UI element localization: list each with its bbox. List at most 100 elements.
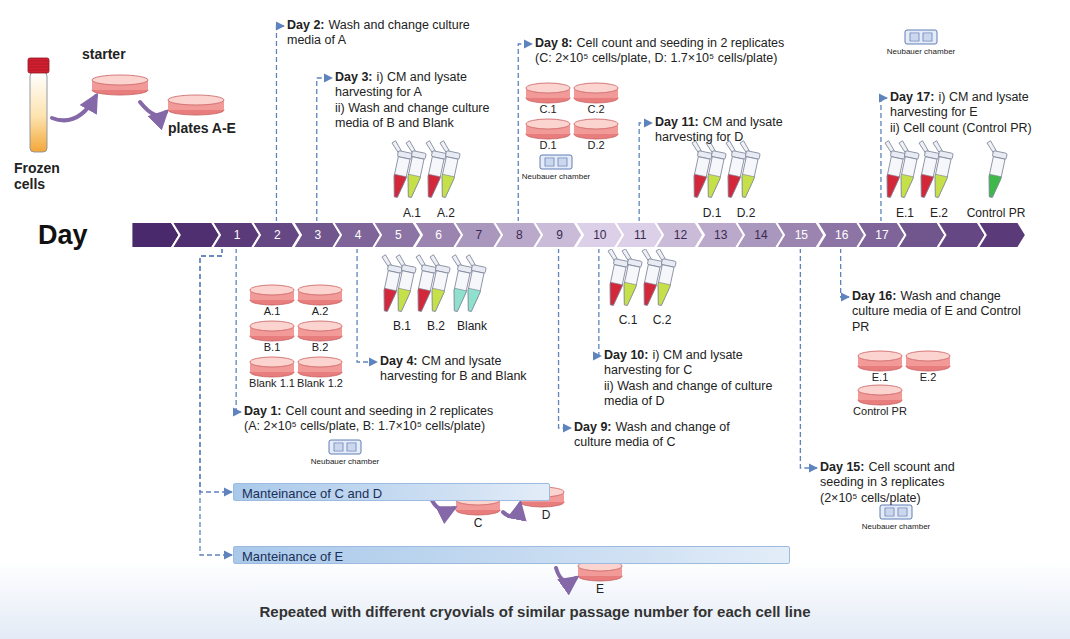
chevron-fill: [615, 222, 663, 248]
day-number: 12: [660, 222, 700, 248]
day-annotation: Day 3:i) CM and lysate harvesting for Ai…: [335, 70, 510, 131]
chevron-fill: [414, 222, 462, 248]
tube-liquid: [931, 174, 947, 198]
timeline-chevron: [131, 222, 179, 248]
plate-lid: [526, 83, 570, 93]
step-label: plates A-E: [168, 120, 236, 136]
annotation-text: (A: 2×10⁵ cells/plate, B: 1.7×10⁵ cells/…: [244, 419, 564, 434]
chevron-fill: [857, 222, 905, 248]
dashed-connector: [200, 248, 232, 555]
day-tag: Day 8:: [535, 36, 573, 50]
eppendorf-tube: [645, 248, 678, 306]
chevron-fill: [534, 222, 582, 248]
tube-body: [724, 157, 744, 199]
tube-liquid: [464, 288, 480, 312]
annotation-text: Cell count and seeding in 2 replicates: [577, 36, 785, 50]
tube-body: [917, 157, 937, 199]
annotation-text: ii) Wash and change of culture media of …: [604, 379, 779, 410]
chevron-fill: [454, 222, 502, 248]
chevron-shape: [454, 222, 494, 248]
transfer-arrow: [556, 568, 576, 581]
day-tag: Day 9:: [574, 420, 612, 434]
day-annotation: Day 1:Cell count and seeding in 2 replic…: [244, 404, 564, 435]
tube-liquid: [640, 282, 656, 306]
leader-arrow: [518, 44, 532, 222]
tube-body: [640, 265, 660, 307]
tube-label: C.2: [653, 314, 672, 328]
day-chevron: 13: [696, 222, 736, 248]
tube-label: A.2: [437, 206, 455, 220]
plate-lid: [298, 285, 342, 295]
leader-arrow: [276, 26, 284, 222]
chevron-shape: [414, 222, 454, 248]
eppendorf-tube: [695, 140, 728, 198]
day-chevron: 2: [252, 222, 292, 248]
chevron-fill: [817, 222, 865, 248]
culture-plate: [574, 119, 618, 139]
maintenance-band: Manteinance of E: [233, 546, 790, 564]
tube-liquid: [606, 282, 622, 306]
day-number: 15: [781, 222, 821, 248]
chevron-fill: [293, 222, 341, 248]
step-label: starter: [82, 46, 126, 62]
plate-label: D: [542, 508, 551, 522]
tube-label: Control PR: [967, 207, 1026, 221]
day-annotation: Day 9:Wash and change of culture media o…: [574, 420, 754, 451]
leader-arrow: [236, 248, 241, 412]
day-chevron: 11: [615, 222, 655, 248]
tube-label: D.2: [737, 206, 756, 220]
plate-label: A.2: [312, 305, 329, 317]
day-number: 5: [378, 222, 418, 248]
tube-body: [404, 157, 424, 199]
tube-body: [450, 271, 470, 313]
icon-label: Neubauer chamber: [862, 522, 930, 531]
icon-label: Neubauer chamber: [311, 457, 379, 466]
plate-label: C.2: [587, 103, 604, 116]
tube-label: D.1: [703, 207, 722, 221]
day-number: 17: [862, 222, 902, 248]
day-annotation: Day 8: Cell count and seeding in 2 replic…: [535, 36, 865, 67]
eppendorf-tube: [922, 140, 955, 198]
day-chevron: 14: [736, 222, 776, 248]
tube-label: Blank: [457, 320, 487, 334]
chevron-shape: [494, 222, 534, 248]
leader-arrow: [317, 78, 332, 222]
culture-plate: [858, 385, 902, 405]
plate-label: B.2: [312, 341, 329, 354]
tube-body: [654, 265, 674, 307]
day-chevron: 4: [333, 222, 373, 248]
leader-arrow: [841, 248, 849, 297]
chevron-fill: [333, 222, 381, 248]
chevron-shape: [252, 222, 292, 248]
timeline-heading: Day: [38, 219, 88, 251]
day-number: 2: [257, 222, 297, 248]
tube-label: Blank: [457, 319, 487, 333]
day-tag: Day 11:: [655, 115, 699, 129]
tube-body: [985, 157, 1005, 199]
tube-liquid: [883, 174, 899, 198]
plate-lid: [298, 321, 342, 331]
leader-arrow: [639, 123, 652, 222]
tube-body: [620, 265, 640, 307]
eppendorf-tube: [455, 254, 488, 312]
day-tag: Day 4:: [380, 354, 418, 368]
tube-label: C.2: [653, 313, 672, 327]
tube-liquid: [917, 174, 933, 198]
tube-liquid: [704, 174, 720, 198]
day-number: 8: [499, 222, 539, 248]
chevron-fill: [212, 222, 260, 248]
neubauer-chamber-icon: [905, 30, 937, 44]
neubauer-chamber-icon: [540, 155, 572, 169]
day-chevron: 12: [655, 222, 695, 248]
neubauer-chamber-icon: [880, 505, 912, 519]
day-chevron: 16: [817, 222, 857, 248]
plate-lid: [168, 95, 224, 105]
plate-lid: [298, 357, 342, 367]
day-number: 3: [298, 222, 338, 248]
tube-body: [428, 271, 448, 313]
plate-label: D: [542, 509, 551, 523]
plate-label: Blank 1.1: [249, 377, 295, 389]
icon-label: Neubauer chamber: [887, 47, 955, 56]
plate-label: D.2: [587, 139, 604, 152]
tube-label: B.1: [393, 320, 411, 334]
